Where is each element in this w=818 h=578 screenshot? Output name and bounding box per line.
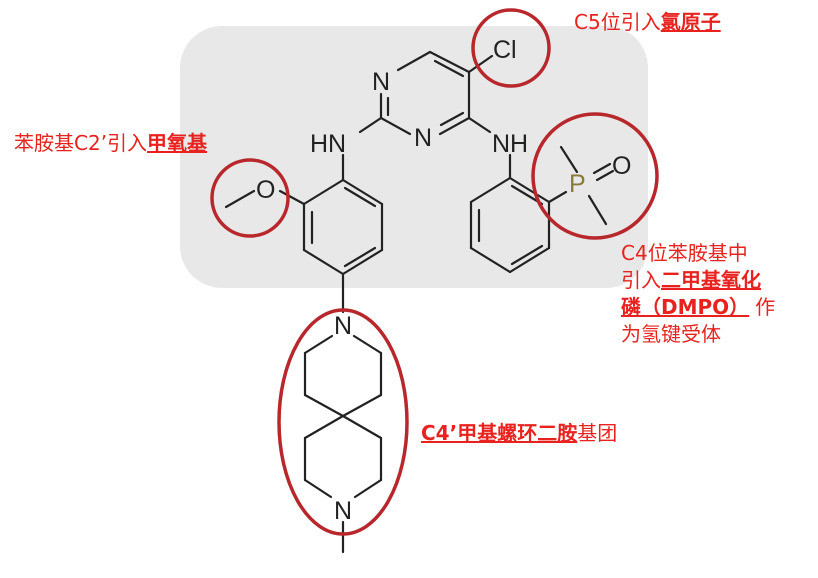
atom-labels: Cl N N HN NH O P O N N (256, 36, 631, 525)
atom-nh-left: HN (310, 130, 346, 158)
circle-methoxy (210, 158, 290, 238)
atom-cl: Cl (493, 36, 517, 64)
atom-o-phos: O (612, 152, 631, 180)
annotation-dmpo-line1: C4位苯胺基中 (621, 241, 748, 265)
circle-dmpo (531, 112, 659, 240)
annotation-spiro-suffix: 基团 (577, 421, 618, 445)
atom-n-spiro-bottom: N (334, 497, 352, 525)
annotation-c5-highlight: 氯原子 (660, 10, 721, 34)
annotation-dmpo-line3-suffix: 作 (755, 295, 776, 319)
circle-spiro-diamine (277, 308, 409, 536)
bond-lines (224, 50, 615, 554)
annotation-dmpo-line2-highlight: 二甲基氧化 (661, 268, 761, 292)
atom-o-methoxy: O (256, 176, 275, 204)
highlight-circles (210, 8, 659, 536)
atom-n-top: N (372, 68, 390, 96)
atom-n-mid: N (414, 124, 432, 152)
annotation-c2-methoxy: 苯胺基C2’引入甲氧基 (14, 131, 207, 156)
annotation-c2-highlight: 甲氧基 (147, 131, 208, 155)
annotation-c5-chlorine: C5位引入氯原子 (574, 10, 721, 35)
core-highlight-box (180, 26, 648, 288)
annotation-dmpo-line3-highlight: 磷（DMPO） (621, 295, 750, 319)
annotation-dmpo-line2: 引入二甲基氧化 (621, 267, 775, 294)
annotation-dmpo-line4: 为氢键受体 (621, 322, 721, 346)
annotation-spiro-highlight: C4’甲基螺环二胺 (421, 421, 578, 445)
atom-n-spiro-top: N (334, 312, 352, 340)
annotation-c4-spiro: C4’甲基螺环二胺基团 (421, 421, 617, 446)
annotation-dmpo-line2-prefix: 引入 (621, 268, 661, 292)
annotation-c5-prefix: C5位引入 (574, 10, 661, 34)
atom-p: P (569, 170, 586, 198)
annotation-dmpo-line3: 磷（DMPO）作 (621, 294, 775, 321)
annotation-c4-dmpo: C4位苯胺基中 引入二甲基氧化 磷（DMPO）作 为氢键受体 (621, 240, 775, 348)
annotation-c2-prefix: 苯胺基C2’引入 (14, 131, 148, 155)
atom-nh-right: NH (492, 130, 528, 158)
circle-chlorine (471, 8, 551, 88)
